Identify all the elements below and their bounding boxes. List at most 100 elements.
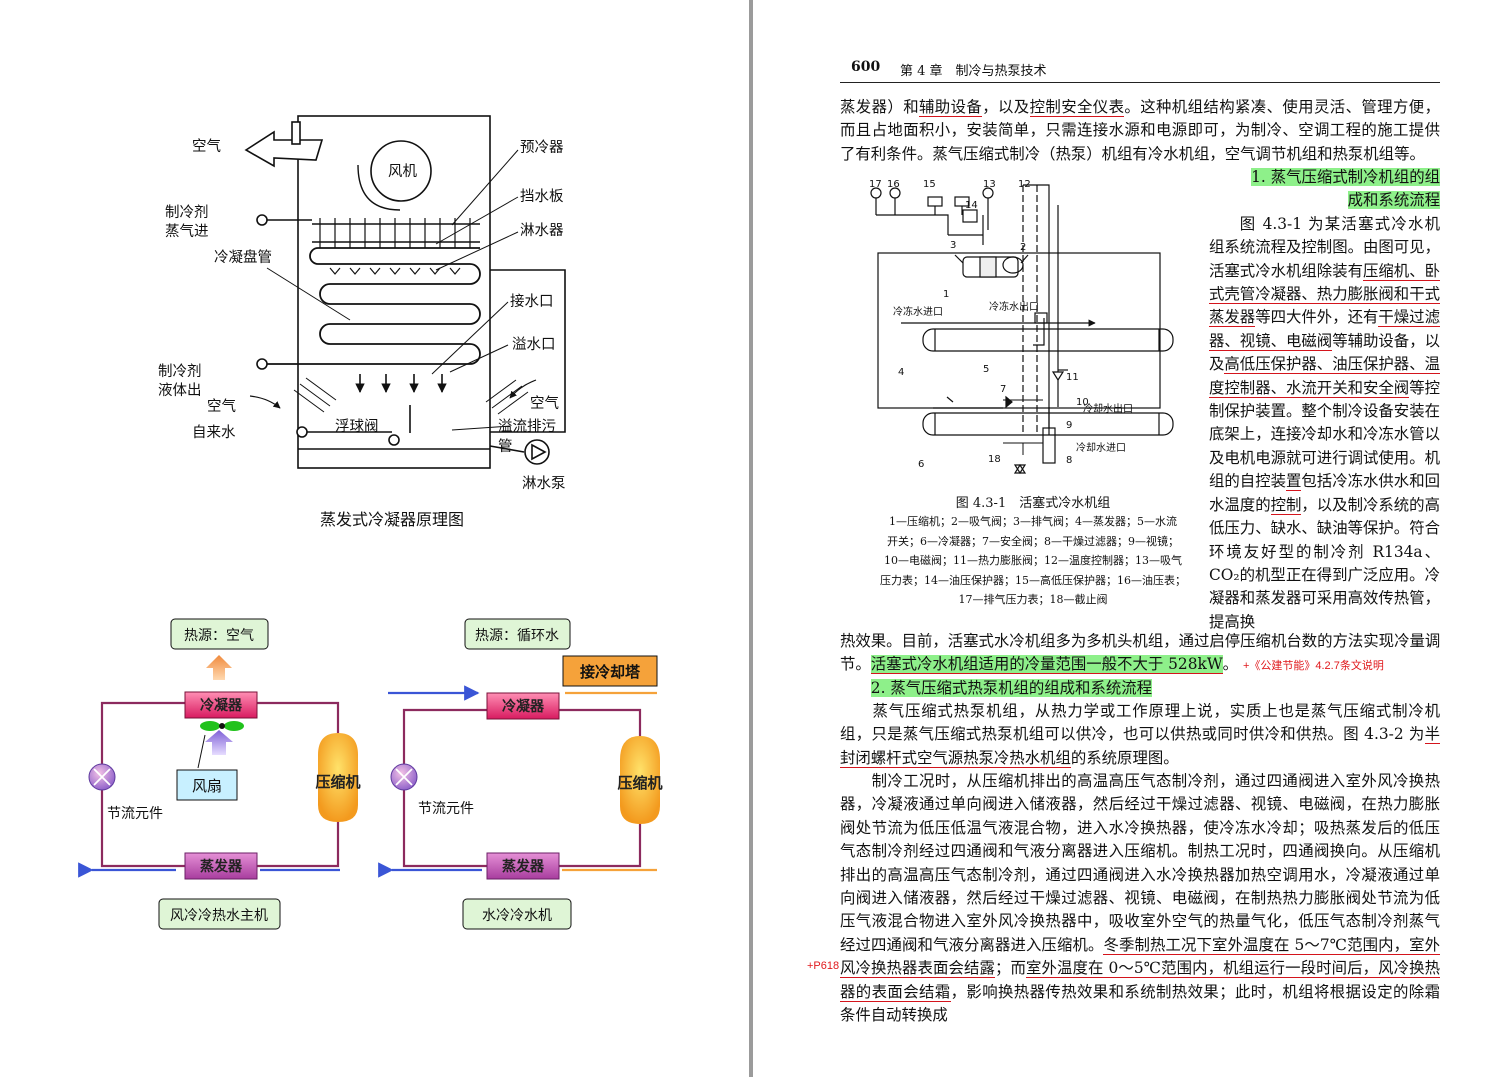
fan-circle — [370, 140, 432, 202]
text-run: 蒸气压缩式热泵机组，从热力学或工作原理上说，实质上也是蒸气压缩式制冷机组，只是蒸… — [840, 702, 1440, 744]
label-water-inlet: 接水口 — [510, 293, 554, 310]
unit2-throttle: 节流元件 — [418, 801, 474, 817]
unit2-condenser: 冷凝器 — [502, 698, 545, 715]
label-air-in-left: 空气 — [207, 398, 236, 415]
unit2-name: 水冷冷水机 — [482, 908, 552, 924]
fig-num-3: 3 — [950, 240, 956, 251]
caption-line: 开关；6—冷凝器；7—安全阀；8—干燥过滤器；9—视镜； — [887, 534, 1179, 548]
fig-num-14: 14 — [965, 200, 978, 211]
section1-column: 1. 蒸气压缩式制冷机组的组 成和系统流程 图 4.3-1 为某活塞式冷水机组系… — [1209, 166, 1440, 634]
text-run: 等控制保护装置。整个制冷设备安装在底架上，连接冷却水和冷冻水管以及电机电源就可进… — [1209, 378, 1440, 491]
fig-label-cooling-out: 冷却水出口 — [1083, 402, 1133, 415]
label-overflow-drain-2: 管 — [498, 438, 513, 455]
fig-num-6: 6 — [918, 459, 924, 470]
air-out-arrow — [244, 130, 324, 168]
underlined-phrase: 控制 — [1270, 495, 1302, 515]
fig-num-2: 2 — [1020, 242, 1026, 253]
figure-piston-chiller: 17 16 15 13 12 14 3 2 1 4 5 11 7 10 9 18… — [869, 179, 1174, 475]
section2-heading: 2. 蒸气压缩式热泵机组的组成和系统流程 — [870, 679, 1153, 697]
red-note-p618: +P618 — [807, 960, 840, 972]
unit1-fan: 风扇 — [192, 777, 222, 795]
underlined-phrase: 室外温度在 0～5℃范围内，机组运行一段时间后，风冷换热器的表面会结霜 — [840, 959, 1440, 1002]
fig-num-12: 12 — [1018, 179, 1031, 190]
underlined-phrase: 半封闭螺杆式空气源热泵冷热水机组 — [840, 725, 1440, 768]
paragraph-efficiency: 热效果。目前，活塞式水冷机组多为多机头机组，通过启停压缩机台数的方法实现冷量调 … — [840, 630, 1440, 679]
fig-num-16: 16 — [887, 179, 900, 190]
right-page: 600 第 4 章 制冷与热泵技术 蒸发器）和辅助设备，以及控制安全仪表。这种机… — [753, 0, 1500, 1077]
condenser-labels: 空气 风机 预冷器 挡水板 淋水器 制冷剂 蒸气进 冷凝盘管 接水口 溢水口 制… — [158, 138, 566, 492]
text-run: 。 — [1222, 655, 1239, 674]
label-float-valve: 浮球阀 — [335, 418, 379, 435]
page-number: 600 — [851, 59, 881, 75]
fig-label-chilled-in: 冷冻水进口 — [893, 305, 943, 318]
fig-label-cooling-in: 冷却水进口 — [1076, 441, 1126, 454]
chapter-title: 第 4 章 制冷与热泵技术 — [900, 64, 1047, 79]
text-run: ，以及 — [982, 98, 1030, 116]
label-vapor-in-1: 制冷剂 — [165, 204, 209, 221]
label-baffle: 挡水板 — [520, 187, 564, 205]
section1-body: 图 4.3-1 为某活塞式冷水机组系统流程及控制图。由图可见，活塞式冷水机组除装… — [1209, 213, 1440, 634]
text-run: 的系统原理图。 — [1070, 748, 1179, 767]
paragraph-operation: 制冷工况时，从压缩机排出的高温高压气态制冷剂，通过四通阀进入室外风冷换热器，冷凝… — [840, 770, 1440, 1027]
text-run: 。这种机组结构紧凑、使用灵活、管理方便，而且占地面积小，安装简单，只需连接水源和… — [840, 98, 1440, 163]
label-vapor-in-2: 蒸气进 — [165, 223, 209, 240]
underlined-phrase: 干燥过滤器、视镜、电磁阀 — [1209, 308, 1440, 351]
fig-num-11: 11 — [1066, 372, 1079, 383]
fig-num-8: 8 — [1066, 455, 1072, 466]
label-overflow-drain-1: 溢流排污 — [498, 418, 556, 435]
fig-label-chilled-out: 冷冻水出口 — [989, 300, 1039, 313]
unit2-evaporator: 蒸发器 — [502, 858, 545, 875]
caption-line: 17—排气压力表；18—截止阀 — [958, 593, 1108, 606]
unit1-throttle: 节流元件 — [107, 806, 163, 822]
unit2-compressor: 压缩机 — [617, 774, 662, 792]
unit1-condenser: 冷凝器 — [200, 697, 243, 714]
condenser-casing — [297, 115, 491, 469]
condenser-coil — [262, 247, 481, 365]
underlined-phrase: 压缩机、卧式壳管冷凝器、热力膨胀阀和干式蒸发器 — [1209, 261, 1440, 328]
label-condenser-coil: 冷凝盘管 — [214, 248, 272, 266]
unit1-heat-source: 热源：空气 — [184, 628, 254, 644]
evaporative-condenser-diagram — [244, 115, 566, 469]
condenser-title: 蒸发式冷凝器原理图 — [320, 510, 464, 529]
caption-line: 1—压缩机；2—吸气阀；3—排气阀；4—蒸发器；5—水流 — [889, 515, 1177, 528]
left-page-diagrams: 空气 风机 预冷器 挡水板 淋水器 制冷剂 蒸气进 冷凝盘管 接水口 溢水口 制… — [78, 115, 663, 930]
unit2-heat-source: 热源：循环水 — [475, 628, 559, 644]
fig-num-15: 15 — [923, 179, 936, 190]
left-page: 空气 风机 预冷器 挡水板 淋水器 制冷剂 蒸气进 冷凝盘管 接水口 溢水口 制… — [0, 0, 749, 1077]
water-cooled-unit-diagram: 热源：循环水 接冷却塔 冷凝器 压缩机 节流元件 蒸发器 水冷冷水机 — [378, 618, 663, 930]
text-run: ，以及制冷系统的高低压力、缺水、缺油等保护。符合环境友好型的制冷剂 R134a、… — [1209, 495, 1440, 631]
text-run: ；而 — [994, 959, 1026, 978]
text-run: 等四大件外，还有 — [1255, 308, 1379, 327]
red-note-gjjn: +《公建节能》4.2.7条文说明 — [1242, 660, 1384, 673]
fig-num-18: 18 — [988, 454, 1001, 465]
caption-line: 10—电磁阀；11—热力膨胀阀；12—温度控制器；13—吸气 — [884, 554, 1182, 567]
label-air-out: 空气 — [192, 138, 221, 155]
text-run: 制冷工况时，从压缩机排出的高温高压气态制冷剂，通过四通阀进入室外风冷换热器，冷凝… — [840, 772, 1440, 954]
text-run: 节。 — [840, 655, 871, 674]
text-run: ，影响换热器传热效果和系统制热效果；此时，机组将根据设定的除霜条件自动转换成 — [840, 982, 1440, 1025]
text-run: 等辅助设备，以及 — [1209, 331, 1440, 374]
unit1-compressor: 压缩机 — [315, 773, 360, 791]
caption-line: 压力表；14—油压保护器；15—高低压保护器；16—油压表； — [880, 573, 1186, 587]
paragraph-heat-pump: 蒸气压缩式热泵机组，从热力学或工作原理上说，实质上也是蒸气压缩式制冷机组，只是蒸… — [840, 700, 1440, 770]
underlined-phrase: 冬季制热工况下室外温度在 5～7℃范围内，室外风冷换热器表面会结露 — [840, 935, 1440, 979]
section1-heading-line1: 1. 蒸气压缩式制冷机组的组 — [1251, 168, 1440, 186]
label-overflow-port: 溢水口 — [512, 336, 556, 353]
text-run: 图 4.3-1 为某活塞式冷水机组系统流程及控制图。由图可见，活塞式冷水机组除装… — [1209, 214, 1440, 280]
efficiency-line2: 节。活塞式冷水机组适用的冷量范围一般不大于 528kW。 — [840, 655, 1239, 675]
fig-num-1: 1 — [943, 289, 949, 300]
section1-heading-line2: 成和系统流程 — [1347, 191, 1440, 210]
label-liquid-out-2: 液体出 — [158, 382, 202, 399]
underlined-phrase: 活塞式冷水机组适用的冷量范围一般不大于 528kW — [870, 655, 1223, 675]
section2-heading-line: 2. 蒸气压缩式热泵机组的组成和系统流程 — [840, 677, 1440, 700]
unit1-evaporator: 蒸发器 — [200, 858, 243, 875]
underlined-phrase: 高低压保护器、油压保护器、温度控制器、水流开关和安全阀 — [1209, 355, 1440, 398]
label-precooler: 预冷器 — [520, 139, 564, 156]
fig-num-7: 7 — [1000, 384, 1006, 395]
underlined-phrase: 辅助设备 — [919, 98, 983, 117]
underlined-phrase: 置 — [1286, 472, 1302, 492]
figure-caption: 1—压缩机；2—吸气阀；3—排气阀；4—蒸发器；5—水流 开关；6—冷凝器；7—… — [863, 512, 1203, 610]
label-spray-pump: 淋水泵 — [522, 475, 566, 492]
fig-num-5: 5 — [983, 364, 989, 375]
label-tap-water: 自来水 — [192, 424, 236, 441]
